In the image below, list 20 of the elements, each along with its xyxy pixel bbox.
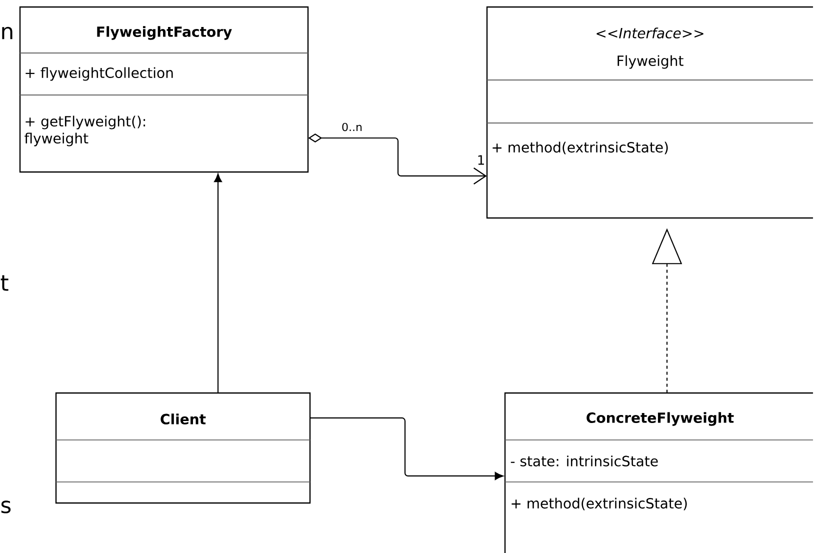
class-box [504,392,814,553]
class-box [55,392,311,504]
multiplicity-label: 1 [478,155,484,165]
cut-off-text: s [1,500,11,514]
class-name: FlyweightFactory [97,26,232,40]
class-box [486,6,814,219]
attribute-text: + flyweightCollection [26,67,173,81]
class-name: Client [160,414,206,424]
attribute-text: - state: intrinsicState [510,456,658,466]
class-name: ConcreteFlyweight [586,412,734,426]
method-text: + method(extrinsicState) [512,498,687,510]
stereotype-text: <<Interface>> [596,28,704,38]
method-text: + method(extrinsicState) [492,142,668,154]
class-box [19,6,309,173]
multiplicity-label: 0..n [342,122,362,132]
arrow [310,417,504,480]
class-name: Flyweight [618,55,684,69]
cut-off-text: t [0,275,8,291]
arrow [214,174,222,393]
method-text: + getFlyweight(): flyweight [24,116,146,146]
